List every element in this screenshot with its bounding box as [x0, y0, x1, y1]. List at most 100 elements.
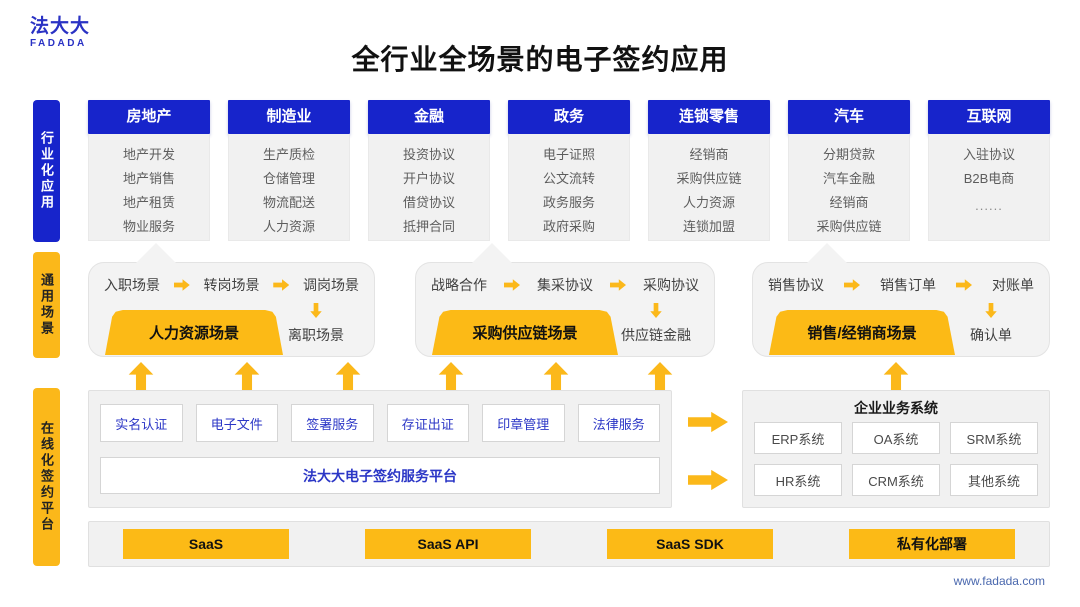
deployment-option-saas: SaaS: [123, 529, 289, 559]
page-title: 全行业全场景的电子签约应用: [351, 44, 729, 75]
industry-item: 政府采购: [542, 219, 595, 234]
industry-item: 物流配送: [262, 195, 315, 210]
flow-step: 对账单: [992, 277, 1034, 293]
industry-header: 房地产: [88, 100, 210, 134]
industry-header: 政务: [508, 100, 630, 134]
arrow-down-icon: [310, 303, 322, 318]
flow-step: 销售协议: [768, 277, 824, 293]
industry-item: 开户协议: [402, 171, 455, 186]
scenario-banner: 人力资源场景: [105, 310, 283, 355]
arrow-right-icon: [844, 279, 860, 291]
arrow-right-icon: [688, 469, 728, 491]
enterprise-system: ERP系统: [754, 422, 842, 454]
industry-column-government: 政务 电子证照 公文流转 政务服务 政府采购: [508, 100, 630, 241]
industry-column-retail: 连锁零售 经销商 采购供应链 人力资源 连锁加盟: [648, 100, 770, 241]
arrow-right-icon: [688, 411, 728, 433]
sidebar-tab-online-platform: 在线化签约平台: [33, 388, 60, 566]
flow-step: 离职场景: [288, 327, 344, 343]
signing-platform-panel: 实名认证 电子文件 签署服务 存证出证 印章管理 法律服务 法大大电子签约服务平…: [88, 390, 672, 508]
website-link[interactable]: www.fadada.com: [953, 574, 1045, 588]
flow-step: 转岗场景: [203, 277, 260, 293]
industry-item: 汽车金融: [822, 171, 875, 186]
industry-item: 物业服务: [122, 219, 175, 234]
industry-item: 地产销售: [122, 171, 175, 186]
enterprise-system: OA系统: [852, 422, 940, 454]
arrow-up-icon: [543, 362, 569, 390]
scenario-banner: 采购供应链场景: [432, 310, 618, 355]
arrow-right-icon: [273, 279, 290, 291]
industry-item: 连锁加盟: [682, 219, 735, 234]
platform-service: 法律服务: [577, 404, 660, 442]
platform-base-bar: 法大大电子签约服务平台: [100, 457, 660, 494]
bubble-notch: [806, 243, 848, 264]
arrow-up-icon: [647, 362, 673, 390]
logo-cn-text: 法大大: [30, 16, 91, 37]
industry-item: 生产质检: [262, 147, 315, 162]
industry-item: 借贷协议: [402, 195, 455, 210]
arrow-up-icon: [128, 362, 154, 390]
enterprise-systems-panel: 企业业务系统 ERP系统 OA系统 SRM系统 HR系统 CRM系统 其他系统: [742, 390, 1050, 508]
industry-header: 互联网: [928, 100, 1050, 134]
platform-service: 存证出证: [386, 404, 469, 442]
arrow-up-icon: [438, 362, 464, 390]
flow-step: 调岗场景: [303, 277, 359, 293]
industry-item: 投资协议: [402, 147, 455, 162]
arrow-down-icon: [650, 303, 662, 318]
industry-item: 抵押合同: [402, 219, 455, 234]
scenario-bubble-sales: 销售协议 销售订单 对账单 销售/经销商场景 确认单: [752, 243, 1050, 357]
industry-item: 人力资源: [262, 219, 315, 234]
industry-column-manufacturing: 制造业 生产质检 仓储管理 物流配送 人力资源: [228, 100, 350, 241]
arrow-up-icon: [234, 362, 260, 390]
scenario-banner: 销售/经销商场景: [769, 310, 955, 355]
arrow-down-icon: [985, 303, 997, 318]
industry-item: 采购供应链: [816, 219, 882, 234]
industry-item: 地产开发: [122, 147, 175, 162]
industry-header: 连锁零售: [648, 100, 770, 134]
industry-column-automotive: 汽车 分期贷款 汽车金融 经销商 采购供应链: [788, 100, 910, 241]
industry-header: 制造业: [228, 100, 350, 134]
scenario-bubble-hr: 入职场景 转岗场景 调岗场景 人力资源场景 离职场景: [88, 243, 375, 357]
industry-item: B2B电商: [963, 171, 1015, 186]
flow-step: 供应链金融: [621, 327, 691, 343]
flow-step: 集采协议: [537, 277, 593, 293]
industry-item-ellipsis: ......: [975, 198, 1003, 213]
arrow-right-icon: [173, 279, 190, 291]
sidebar-tab-industry-apps: 行业化应用: [33, 100, 60, 242]
bubble-notch: [471, 243, 513, 264]
deployment-strip: SaaS SaaS API SaaS SDK 私有化部署: [88, 521, 1050, 567]
scenario-bubble-procurement: 战略合作 集采协议 采购协议 采购供应链场景 供应链金融: [415, 243, 715, 357]
arrow-right-icon: [610, 279, 626, 291]
platform-service: 签署服务: [291, 404, 374, 442]
industry-item: 人力资源: [682, 195, 735, 210]
flow-step: 采购协议: [643, 277, 699, 293]
industry-column-internet: 互联网 入驻协议 B2B电商 ......: [928, 100, 1050, 241]
industry-column-finance: 金融 投资协议 开户协议 借贷协议 抵押合同: [368, 100, 490, 241]
enterprise-system: HR系统: [754, 464, 842, 496]
platform-service: 实名认证: [100, 404, 183, 442]
industry-item: 政务服务: [542, 195, 595, 210]
industry-item: 经销商: [829, 195, 869, 210]
deployment-option-api: SaaS API: [365, 529, 531, 559]
bubble-notch: [135, 243, 177, 264]
flow-step: 销售订单: [880, 277, 936, 293]
industry-item: 采购供应链: [676, 171, 742, 186]
industry-item: 经销商: [689, 147, 729, 162]
industry-header: 金融: [368, 100, 490, 134]
industry-item: 地产租赁: [122, 195, 175, 210]
arrow-up-icon: [335, 362, 361, 390]
logo-en-text: FADADA: [30, 38, 87, 49]
arrow-right-icon: [956, 279, 972, 291]
enterprise-system: SRM系统: [950, 422, 1038, 454]
enterprise-system: CRM系统: [852, 464, 940, 496]
flow-step: 入职场景: [104, 277, 160, 293]
industry-item: 分期贷款: [822, 147, 875, 162]
enterprise-system: 其他系统: [950, 464, 1038, 496]
flow-step: 战略合作: [431, 277, 487, 293]
sidebar-tab-common-scenarios: 通用场景: [33, 252, 60, 358]
deployment-option-sdk: SaaS SDK: [607, 529, 773, 559]
arrow-right-icon: [504, 279, 520, 291]
platform-service: 印章管理: [482, 404, 565, 442]
platform-service: 电子文件: [195, 404, 278, 442]
arrow-up-icon: [883, 362, 909, 390]
